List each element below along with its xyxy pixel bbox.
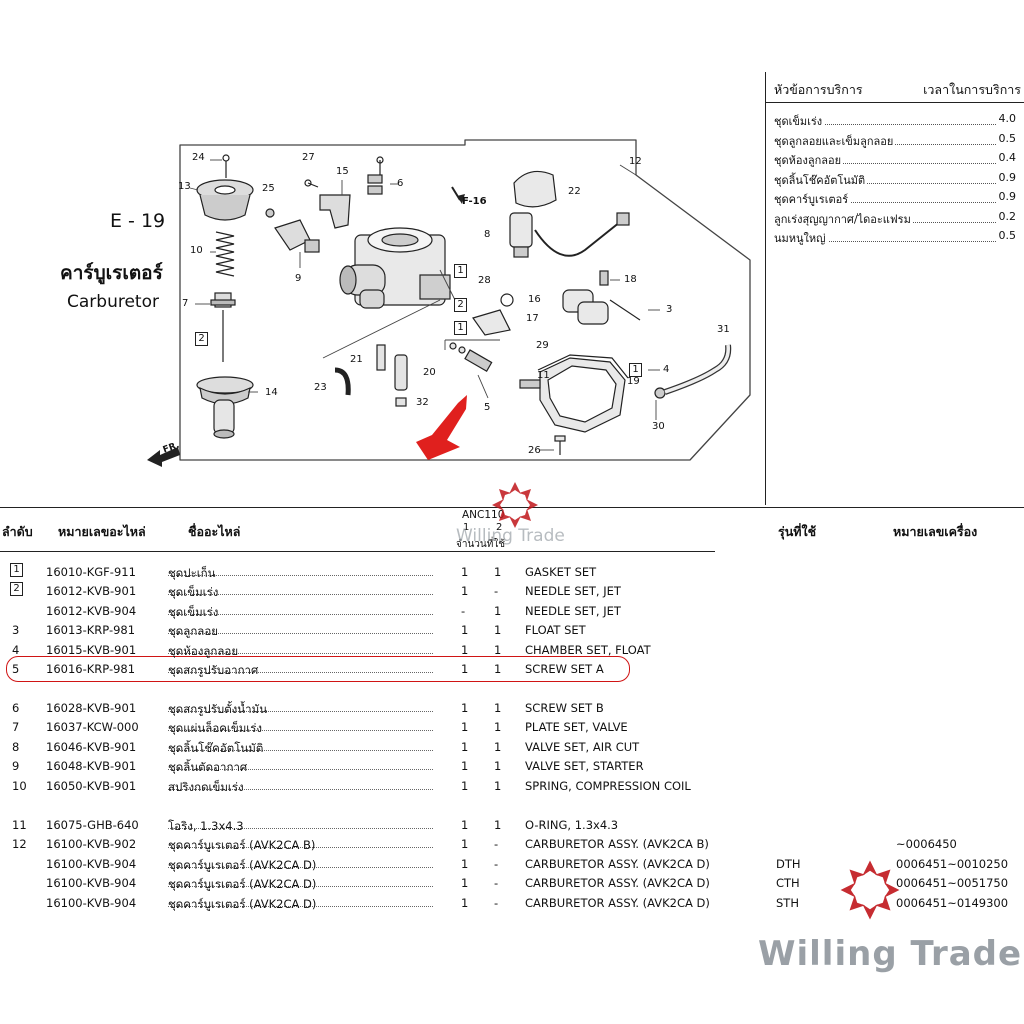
service-item: นมหนูใหญ่0.5 bbox=[774, 229, 1016, 247]
watermark-logo-large bbox=[840, 860, 900, 920]
service-time-panel: หัวข้อการบริการ เวลาในการบริการ ชุดเข็มเ… bbox=[765, 72, 1024, 505]
exploded-diagram: E - 19 คาร์บูเรเตอร์ Carburetor bbox=[0, 0, 765, 505]
callout-1-boxed-b: 1 bbox=[454, 321, 467, 335]
callout-28: 28 bbox=[478, 275, 491, 286]
col-header-model: รุ่นที่ใช้ bbox=[778, 524, 817, 539]
diagram-code: E - 19 bbox=[110, 210, 166, 232]
service-item: ชุดลิ้นโช๊คอัตโนมัติ0.9 bbox=[774, 171, 1016, 189]
callout-13: 13 bbox=[178, 181, 191, 192]
col-header-variant-1: 1 bbox=[463, 522, 470, 533]
callout-25: 25 bbox=[262, 183, 275, 194]
service-topic-heading: หัวข้อการบริการ bbox=[774, 82, 863, 97]
table-top-rule bbox=[0, 507, 1024, 508]
highlighted-row-outline bbox=[6, 656, 630, 682]
callout-16: 16 bbox=[528, 294, 541, 305]
callout-22: 22 bbox=[568, 186, 581, 197]
callout-10: 10 bbox=[190, 245, 203, 256]
service-item: ชุดคาร์บูเรเตอร์0.9 bbox=[774, 190, 1016, 208]
callout-2-boxed-b: 2 bbox=[454, 298, 467, 312]
callout-11: 11 bbox=[537, 370, 550, 381]
callout-8: 8 bbox=[484, 229, 491, 240]
diagram-title-english: Carburetor bbox=[67, 292, 159, 312]
carburetor-drawing bbox=[147, 139, 751, 467]
watermark-text-large: Willing Trade bbox=[758, 934, 1023, 974]
callout-19: 19 bbox=[627, 376, 640, 387]
col-header-no: ลำดับ bbox=[2, 524, 33, 539]
callout-9: 9 bbox=[295, 273, 302, 284]
header-rule bbox=[0, 551, 715, 552]
callout-2-boxed: 2 bbox=[195, 332, 208, 346]
callout-18: 18 bbox=[624, 274, 637, 285]
col-header-qty: จำนวนที่ใช้ bbox=[456, 539, 506, 550]
diagram-title-thai: คาร์บูเรเตอร์ bbox=[60, 262, 163, 284]
callout-5: 5 bbox=[484, 402, 491, 413]
callout-24: 24 bbox=[192, 152, 205, 163]
callout-14: 14 bbox=[265, 387, 278, 398]
callout-3: 3 bbox=[666, 304, 673, 315]
callout-32: 32 bbox=[416, 397, 429, 408]
col-header-model-code: ANC110 bbox=[462, 509, 505, 521]
callout-31: 31 bbox=[717, 324, 730, 335]
col-header-variant-2: 2 bbox=[496, 522, 503, 533]
callout-17: 17 bbox=[526, 313, 539, 324]
col-header-name: ชื่ออะไหล่ bbox=[188, 524, 241, 539]
callout-26: 26 bbox=[528, 445, 541, 456]
callout-29: 29 bbox=[536, 340, 549, 351]
col-header-part-no: หมายเลขอะไหล่ bbox=[58, 524, 146, 539]
callout-21: 21 bbox=[350, 354, 363, 365]
callout-4: 4 bbox=[663, 364, 670, 375]
callout-1-boxed-c: 1 bbox=[629, 363, 642, 377]
callout-20: 20 bbox=[423, 367, 436, 378]
reference-f16: F-16 bbox=[462, 196, 487, 207]
callout-23: 23 bbox=[314, 382, 327, 393]
service-panel-header: หัวข้อการบริการ เวลาในการบริการ bbox=[766, 72, 1024, 103]
callout-1-boxed: 1 bbox=[454, 264, 467, 278]
callout-7: 7 bbox=[182, 298, 189, 309]
watermark-logo-small bbox=[492, 482, 538, 528]
callout-15: 15 bbox=[336, 166, 349, 177]
service-time-heading: เวลาในการบริการ bbox=[923, 82, 1021, 97]
callout-6: 6 bbox=[397, 178, 404, 189]
callout-27: 27 bbox=[302, 152, 315, 163]
callout-30: 30 bbox=[652, 421, 665, 432]
col-header-engine-no: หมายเลขเครื่อง bbox=[893, 524, 978, 539]
callout-12: 12 bbox=[629, 156, 642, 167]
watermark-text-small: Willing Trade bbox=[456, 526, 565, 546]
